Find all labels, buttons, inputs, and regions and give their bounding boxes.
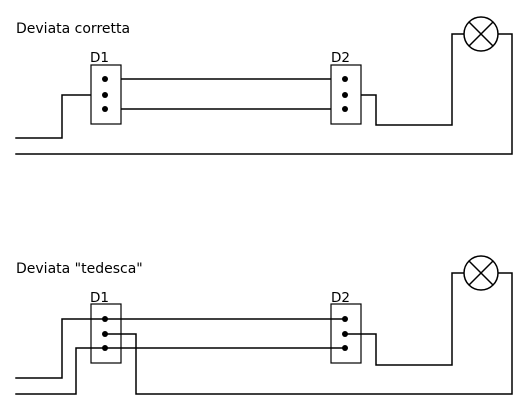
switch-d1: D1: [90, 290, 122, 364]
lamp-icon: [463, 255, 499, 291]
terminal-dot: [342, 331, 348, 337]
wire-return-to-lamp: [344, 272, 466, 366]
switch-d1-box: [90, 303, 122, 364]
wire-phase-in: [15, 94, 106, 139]
switch-d2: D2: [330, 50, 362, 125]
diagram-correct-title: Deviata corretta: [16, 21, 130, 37]
switch-d2: D2: [330, 290, 362, 364]
switch-d1: D1: [90, 50, 122, 125]
terminal-dot: [102, 106, 108, 112]
wire-return-to-lamp: [344, 33, 466, 126]
wire-neutral: [15, 33, 513, 155]
diagram-german: Deviata "tedesca" D1 D2: [15, 255, 513, 395]
switch-d2-label: D2: [331, 50, 350, 66]
terminal-dot: [342, 92, 348, 98]
wire-phase-in: [15, 318, 346, 379]
terminal-dot: [102, 316, 108, 322]
switch-d1-label: D1: [90, 50, 109, 66]
switch-d2-box: [330, 303, 362, 364]
diagram-correct: Deviata corretta D1 D2: [15, 16, 513, 155]
terminal-dot: [102, 345, 108, 351]
terminal-dot: [342, 345, 348, 351]
switch-d2-label: D2: [331, 290, 350, 306]
wire-d1-to-d2-bottom: [15, 347, 346, 395]
lamp-icon: [463, 16, 499, 52]
terminal-dot: [342, 106, 348, 112]
terminal-dot: [342, 76, 348, 82]
wire-d1-middle-out: [104, 272, 513, 395]
terminal-dot: [342, 316, 348, 322]
diagram-german-title: Deviata "tedesca": [16, 261, 143, 277]
switch-d1-label: D1: [90, 290, 109, 306]
terminal-dot: [102, 92, 108, 98]
terminal-dot: [102, 76, 108, 82]
terminal-dot: [102, 331, 108, 337]
